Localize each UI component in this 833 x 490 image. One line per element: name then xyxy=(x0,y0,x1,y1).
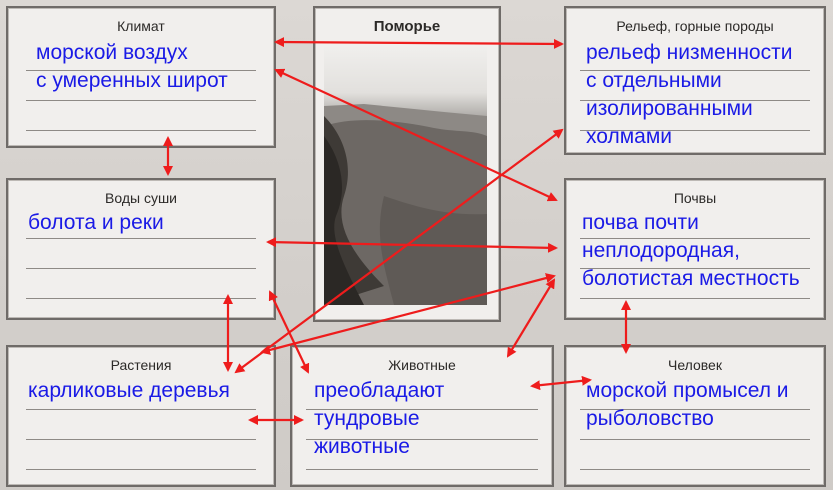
arrow-soils-animals xyxy=(506,278,556,358)
relief-box: Рельеф, горные породы xyxy=(564,6,826,155)
plants-title: Растения xyxy=(110,357,172,373)
arrow-waters-animals xyxy=(268,290,310,374)
soils-title: Почвы xyxy=(673,190,717,206)
soils-answer-line-2: неплодородная, xyxy=(582,239,740,262)
human-answer-line-2: рыболовство xyxy=(586,407,714,430)
plants-answer-line-1: карликовые деревья xyxy=(28,379,230,402)
relief-title: Рельеф, горные породы xyxy=(616,18,774,34)
animals-answer-line-2: тундровые xyxy=(314,407,420,430)
arrow-relief-plants xyxy=(234,128,564,374)
arrow-climate-soils xyxy=(274,68,558,202)
waters-title: Воды суши xyxy=(105,190,177,206)
climate-box: Климат xyxy=(6,6,276,148)
arrow-climate-relief xyxy=(274,37,564,49)
waters-answer-line-1: болота и реки xyxy=(28,211,164,234)
relief-answer-line-2: с отдельными xyxy=(586,69,722,92)
arrow-soils-plants xyxy=(260,273,556,355)
relief-answer-line-1: рельеф низменности xyxy=(586,41,793,64)
human-title: Человек xyxy=(668,357,722,373)
relief-answer-line-3: изолированными xyxy=(586,97,753,120)
animals-answer-line-3: животные xyxy=(314,435,410,458)
human-box: Человек xyxy=(564,345,826,487)
arrow-waters-soils xyxy=(266,237,558,253)
soils-answer-line-1: почва почти xyxy=(582,211,699,234)
arrow-animals-human xyxy=(530,375,592,391)
climate-title: Климат xyxy=(117,18,165,34)
climate-answer-line-1: морской воздух xyxy=(36,41,188,64)
relief-answer-line-4: холмами xyxy=(586,125,673,148)
pomorye-title: Поморье xyxy=(373,18,441,35)
climate-answer-line-2: с умеренных широт xyxy=(36,69,228,92)
soils-answer-line-3: болотистая местность xyxy=(582,267,800,290)
soils-box: Почвы xyxy=(564,178,826,320)
human-answer-line-1: морской промысел и xyxy=(586,379,789,402)
animals-answer-line-1: преобладают xyxy=(314,379,445,402)
